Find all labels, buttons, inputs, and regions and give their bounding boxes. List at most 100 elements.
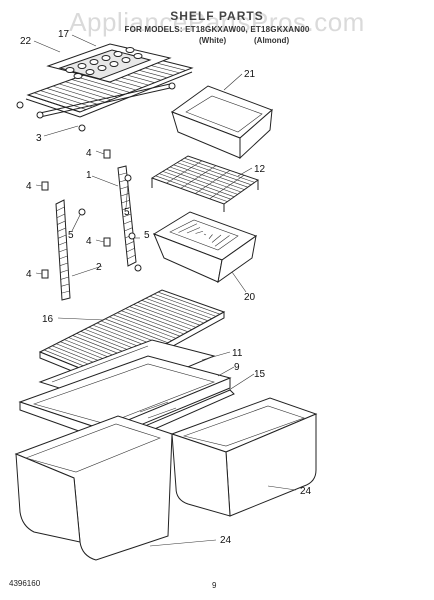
wire-line — [34, 92, 87, 110]
wire-line — [57, 220, 66, 225]
wire-line — [137, 302, 201, 326]
wire-line — [57, 227, 66, 232]
wire-line — [65, 81, 118, 98]
callout-5b: 5 — [68, 230, 74, 241]
wire-line — [195, 230, 204, 234]
wire-line — [113, 314, 177, 339]
wire-line — [145, 297, 209, 322]
callout-5a: 5 — [124, 207, 130, 218]
callout-labels: 22 17 21 3 4 1 12 4 5 5 4 5 2 4 20 16 11… — [20, 29, 312, 546]
wire-line — [77, 76, 130, 93]
callout-4c: 4 — [86, 236, 92, 247]
egg-cup — [109, 61, 119, 67]
egg-cup — [85, 69, 95, 75]
wire-line — [149, 295, 213, 319]
wire-line — [208, 234, 213, 239]
shelf-rail — [16, 82, 176, 132]
callout-3: 3 — [36, 133, 42, 144]
wire-line — [117, 312, 181, 337]
wire-line — [141, 300, 205, 324]
callout-4b: 4 — [26, 181, 32, 192]
wire-line — [118, 172, 127, 176]
wire-line — [153, 293, 217, 317]
wire-line — [127, 254, 136, 260]
callout-1: 1 — [86, 170, 92, 181]
storage-basket — [152, 211, 258, 284]
wire-line — [169, 166, 242, 193]
wire-line — [58, 248, 68, 253]
callout-9: 9 — [234, 362, 240, 373]
variant-white: (White) — [199, 36, 227, 45]
wire-line — [166, 168, 238, 195]
callout-17: 17 — [58, 29, 70, 40]
small-wire-shelf — [150, 155, 260, 212]
wire-line — [129, 306, 193, 330]
wire-line — [159, 173, 231, 200]
callout-2: 2 — [96, 262, 102, 273]
page-title: SHELF PARTS — [170, 9, 264, 23]
wire-line — [133, 304, 197, 328]
wire-line — [180, 165, 217, 189]
callout-20: 20 — [244, 292, 256, 303]
wire-line — [58, 241, 67, 246]
wire-line — [120, 186, 129, 190]
wire-line — [211, 234, 222, 243]
wire-line — [173, 164, 245, 190]
wire-line — [59, 262, 68, 266]
storage-bin-top — [170, 85, 273, 160]
wire-line — [155, 175, 228, 202]
wire-line — [195, 170, 231, 194]
wire-line — [109, 316, 173, 341]
callout-22: 22 — [20, 36, 32, 47]
callout-15: 15 — [254, 369, 266, 380]
callout-5c: 5 — [144, 230, 150, 241]
egg-cup — [101, 55, 111, 61]
egg-cup — [89, 59, 99, 65]
callout-12: 12 — [254, 164, 266, 175]
callout-16: 16 — [42, 314, 54, 325]
wire-line — [71, 79, 124, 96]
wire-line — [124, 227, 133, 232]
egg-cup — [113, 51, 123, 57]
callout-24b: 24 — [220, 535, 232, 546]
wire-line — [60, 269, 69, 273]
wire-line — [180, 160, 252, 186]
wire-line — [162, 171, 235, 198]
wire-line — [209, 174, 245, 200]
wire-line — [203, 233, 207, 236]
wire-line — [58, 234, 67, 239]
wire-line — [59, 255, 68, 260]
egg-cup — [77, 63, 87, 69]
wire-line — [125, 308, 189, 333]
shelf-support-ladder-left — [55, 199, 71, 301]
watermark: AppliancePartsPros.com — [69, 7, 365, 37]
wire-line — [60, 276, 69, 280]
wire-line — [123, 220, 132, 225]
model-line: FOR MODELS: ET18GKXAW00, ET18GKXAN00 — [124, 25, 310, 34]
wire-line — [59, 83, 112, 101]
mounting-screws — [78, 174, 142, 272]
wire-line — [122, 206, 131, 211]
shelf-support-ladder-right — [117, 165, 137, 267]
wire-line — [61, 283, 70, 287]
wire-line — [157, 291, 221, 315]
callout-4d: 4 — [26, 269, 32, 280]
wire-line — [184, 157, 255, 183]
wire-line — [214, 235, 230, 247]
wire-line — [121, 310, 185, 335]
wire-line — [178, 223, 198, 233]
egg-cup — [97, 65, 107, 71]
support-clips — [41, 149, 111, 279]
egg-cup — [125, 47, 135, 53]
page-number: 9 — [212, 581, 217, 590]
wire-line — [177, 162, 248, 188]
egg-cup — [121, 57, 131, 63]
wire-line — [166, 160, 203, 184]
wire-line — [186, 227, 201, 234]
egg-cup — [65, 67, 75, 73]
callout-21: 21 — [244, 69, 256, 80]
wire-line — [52, 85, 105, 103]
wire-line — [120, 193, 129, 197]
